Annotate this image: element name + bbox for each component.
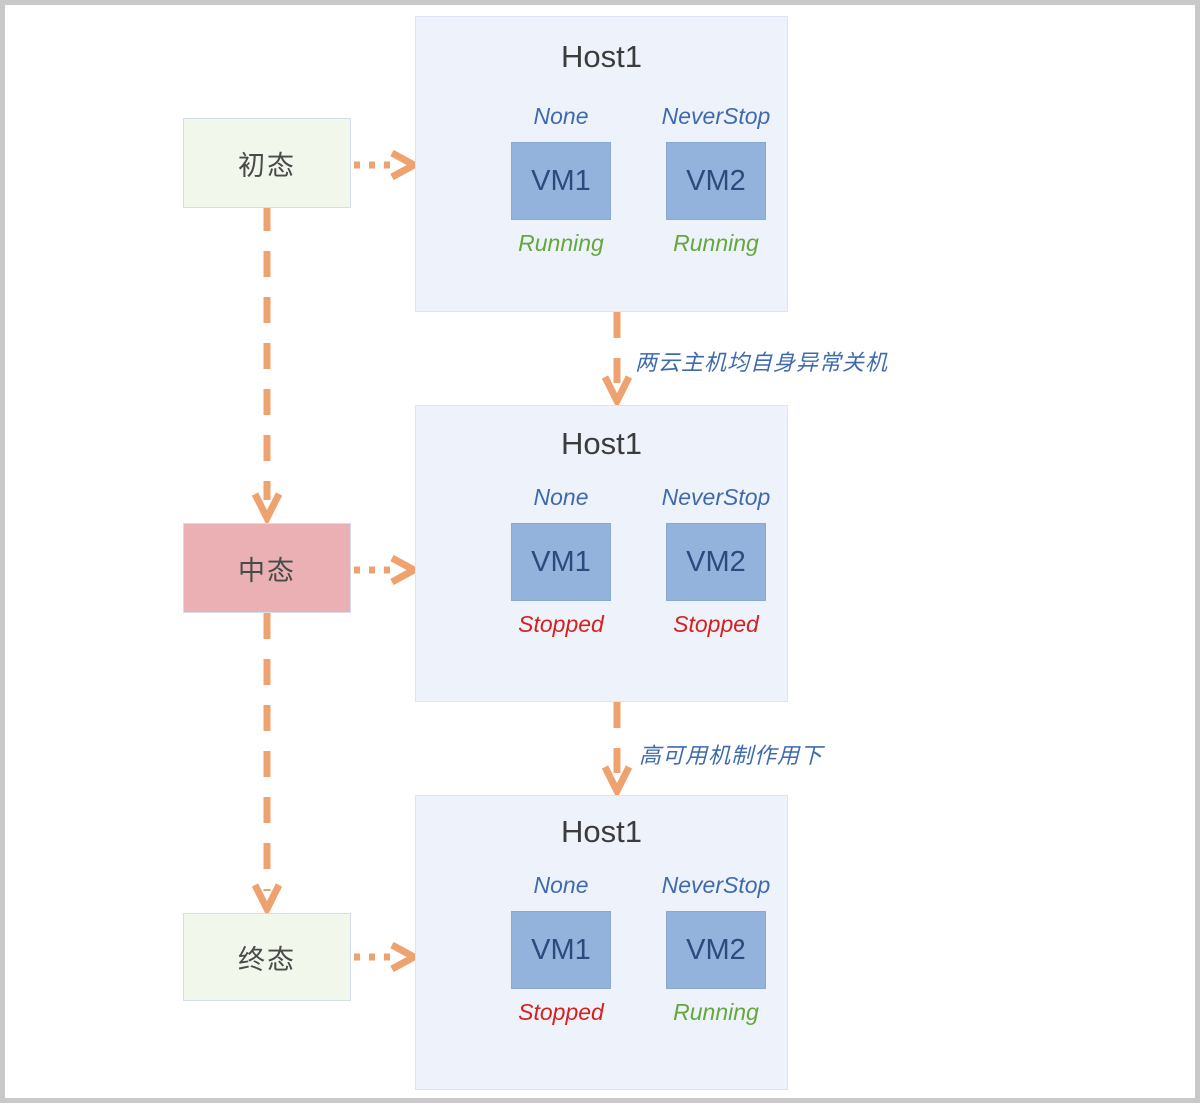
vm-group-stage-1-vm1: None VM1 Running — [461, 105, 661, 255]
state-label-initial: 初态 — [238, 150, 296, 181]
vm-status-label: Running — [673, 230, 759, 256]
vm-status-label: Stopped — [518, 611, 604, 637]
vm-chip-vm2[interactable]: VM2 — [666, 523, 766, 601]
vm-chip-vm1[interactable]: VM1 — [511, 142, 611, 220]
state-flow-connector — [251, 149, 633, 973]
vm-group-stage-1-vm2: NeverStop VM2 Running — [616, 105, 816, 255]
host-box-stage-1[interactable]: Host1 None VM1 Running NeverStop VM2 Run… — [415, 16, 788, 312]
host-box-stage-2[interactable]: Host1 None VM1 Stopped NeverStop VM2 Sto… — [415, 405, 788, 702]
vm-chip-vm2[interactable]: VM2 — [666, 142, 766, 220]
state-label-final: 终态 — [238, 944, 296, 975]
vm-status-label: Stopped — [673, 611, 759, 637]
vm-group-stage-3-vm1: None VM1 Stopped — [461, 874, 661, 1024]
vm-policy-label: None — [533, 484, 589, 510]
vm-policy-label: NeverStop — [661, 872, 771, 898]
vm-name-label: VM2 — [686, 545, 746, 578]
vm-group-stage-3-vm2: NeverStop VM2 Running — [616, 874, 816, 1024]
vm-group-stage-2-vm1: None VM1 Stopped — [461, 486, 661, 636]
host-title-stage-2: Host1 — [561, 426, 642, 461]
vm-chip-vm2[interactable]: VM2 — [666, 911, 766, 989]
vm-name-label: VM2 — [686, 164, 746, 197]
state-label-middle: 中态 — [238, 555, 296, 586]
host-title-stage-3: Host1 — [561, 814, 642, 849]
vm-policy-label: None — [533, 103, 589, 129]
vm-status-label: Running — [673, 999, 759, 1025]
vm-group-stage-2-vm2: NeverStop VM2 Stopped — [616, 486, 816, 636]
transition-label-1: 两云主机均自身异常关机 — [635, 350, 889, 375]
vm-status-label: Running — [518, 230, 604, 256]
vm-policy-label: NeverStop — [661, 484, 771, 510]
vm-name-label: VM1 — [531, 933, 591, 966]
vm-policy-label: NeverStop — [661, 103, 771, 129]
host-box-stage-3[interactable]: Host1 None VM1 Stopped NeverStop VM2 Run… — [415, 795, 788, 1090]
host-title-stage-1: Host1 — [561, 39, 642, 74]
vm-chip-vm1[interactable]: VM1 — [511, 523, 611, 601]
vm-name-label: VM1 — [531, 164, 591, 197]
transition-label-2: 高可用机制作用下 — [639, 743, 824, 768]
vm-name-label: VM2 — [686, 933, 746, 966]
state-box-final[interactable]: 终态 — [183, 913, 351, 1001]
vm-status-label: Stopped — [518, 999, 604, 1025]
state-box-middle[interactable]: 中态 — [183, 523, 351, 613]
vm-policy-label: None — [533, 872, 589, 898]
state-box-initial[interactable]: 初态 — [183, 118, 351, 208]
vm-name-label: VM1 — [531, 545, 591, 578]
vm-chip-vm1[interactable]: VM1 — [511, 911, 611, 989]
